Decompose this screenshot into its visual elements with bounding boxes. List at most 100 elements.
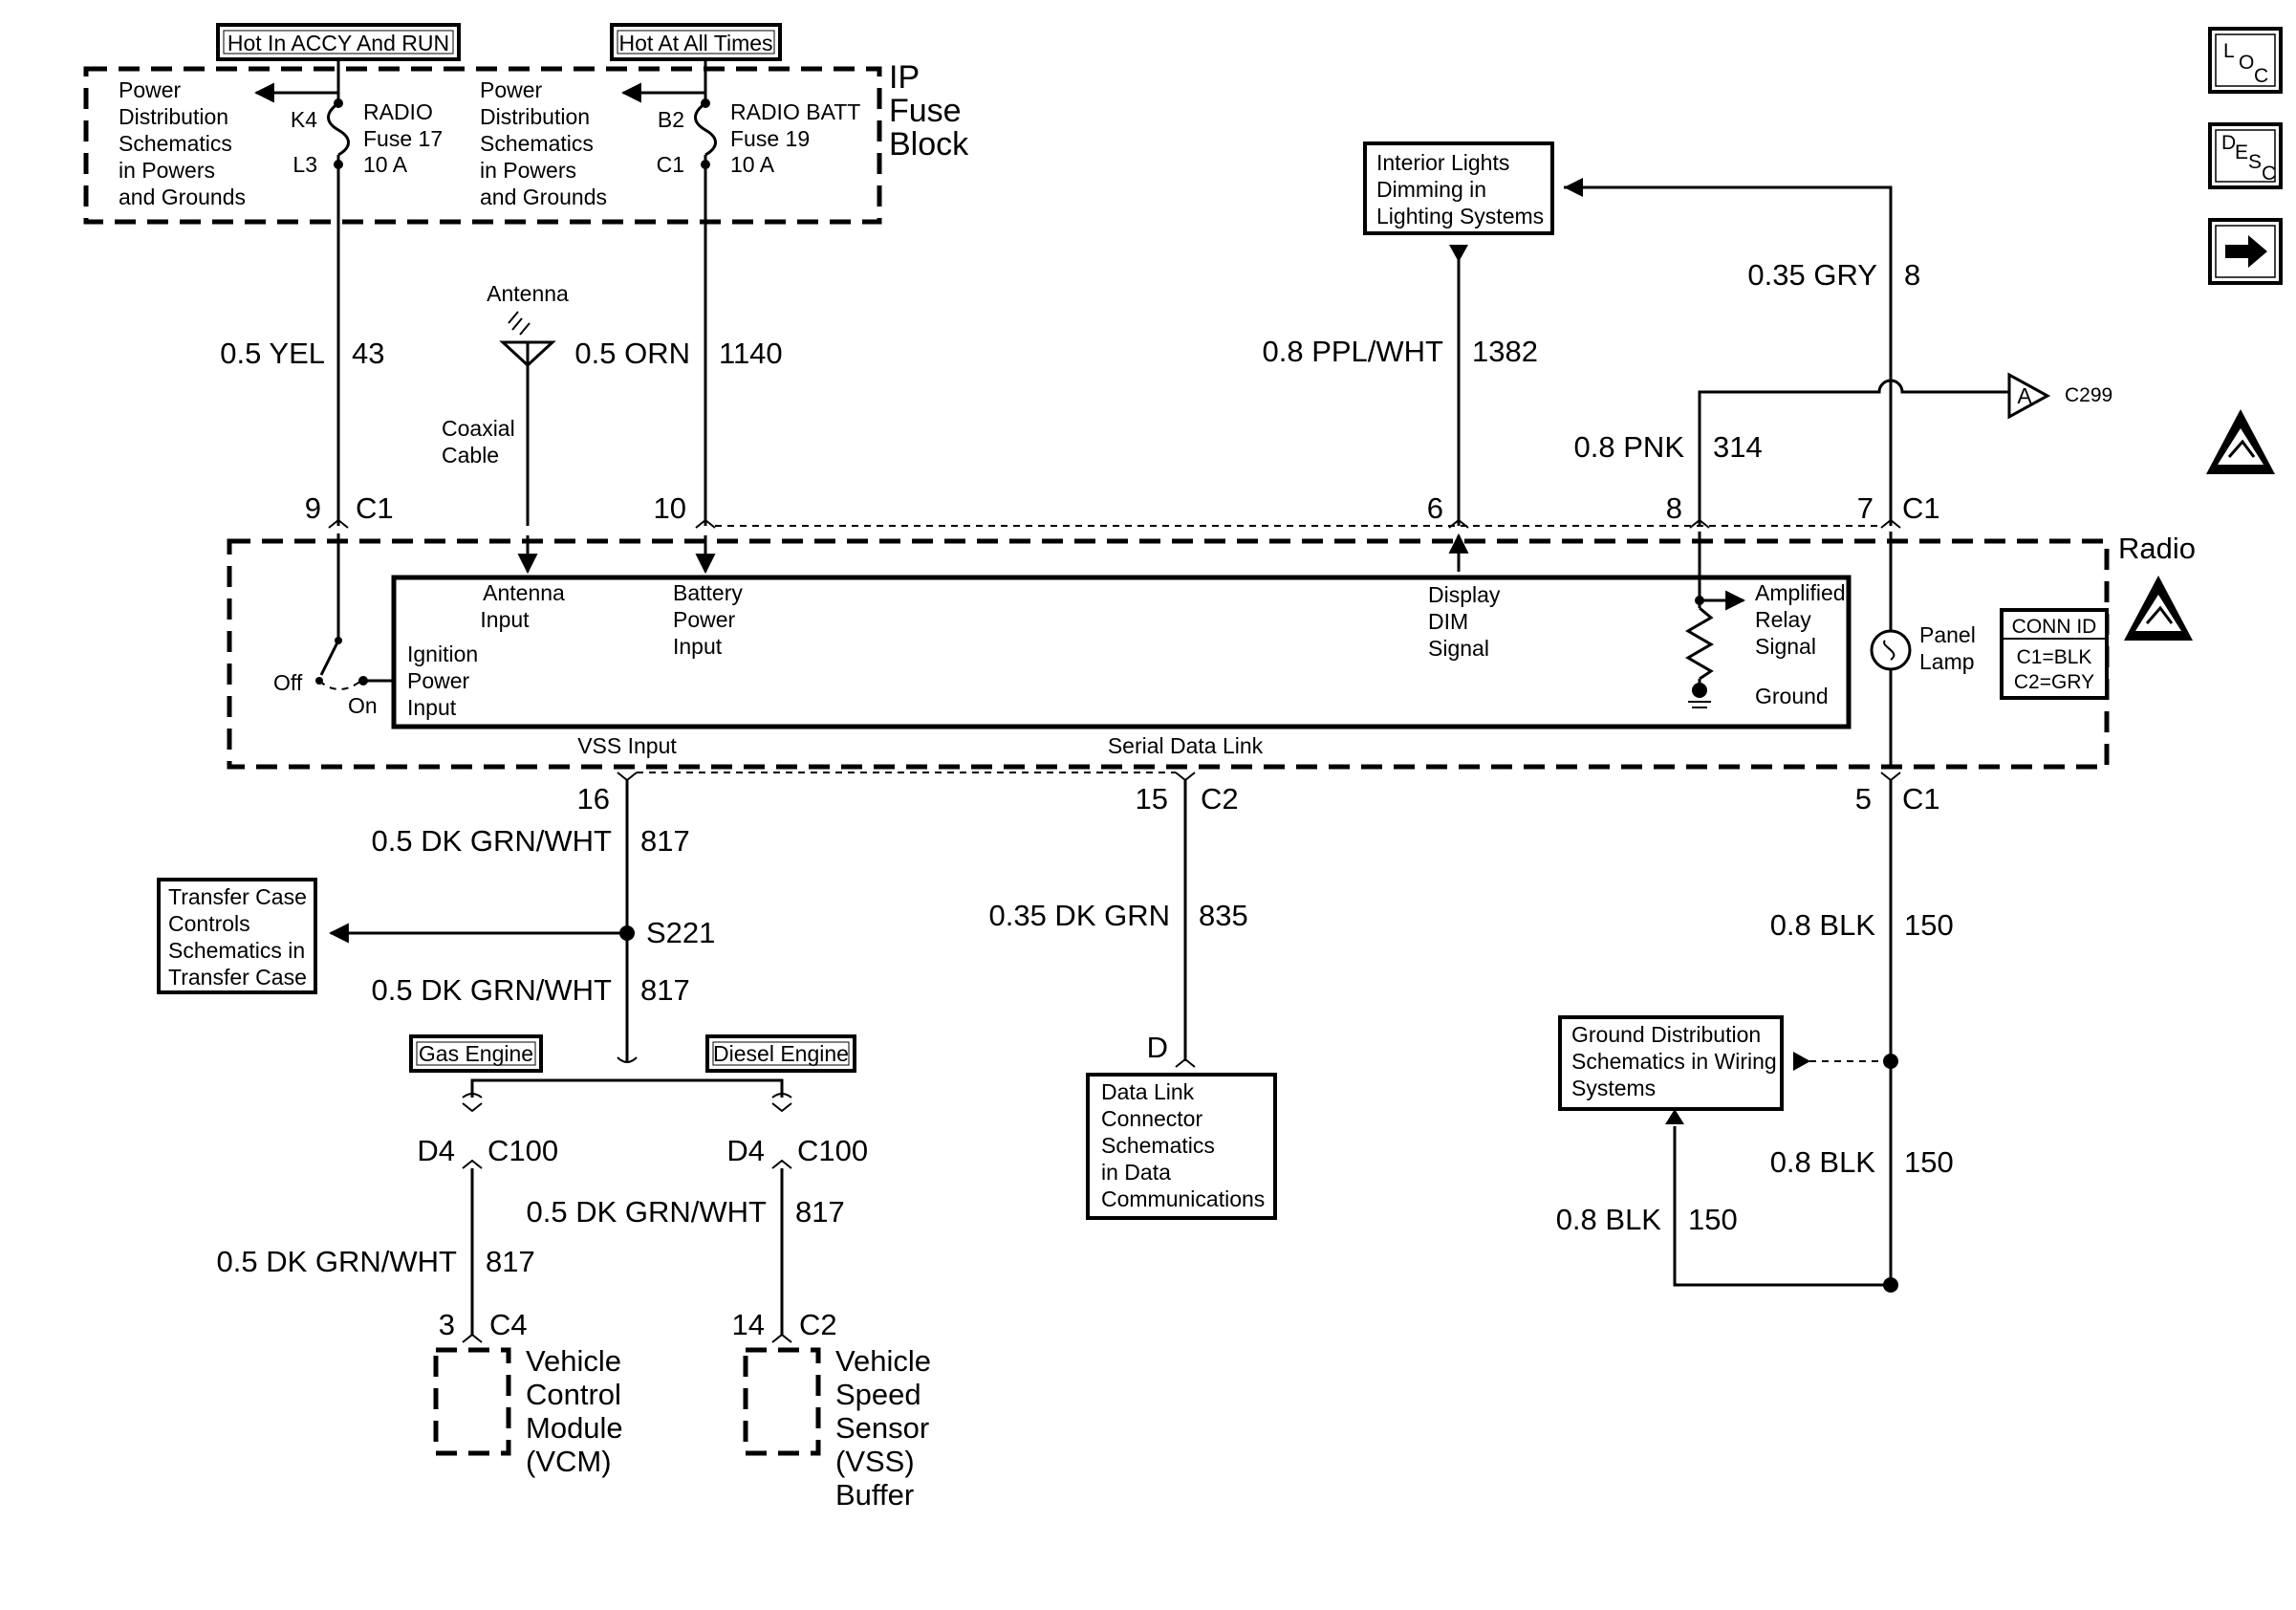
svg-text:9: 9 <box>305 491 321 525</box>
svg-text:Schematics in Wiring: Schematics in Wiring <box>1571 1049 1777 1074</box>
wire-ppl-label: 0.8 PPL/WHT <box>1263 335 1444 368</box>
svg-text:C2: C2 <box>799 1308 837 1341</box>
svg-text:16: 16 <box>577 782 610 816</box>
svg-text:Ground: Ground <box>1755 684 1829 708</box>
loc-letter-o: O <box>2239 52 2254 74</box>
svg-text:Dimming in: Dimming in <box>1376 177 1486 202</box>
svg-text:Power: Power <box>119 77 182 102</box>
interior-lights-box: Interior Lights Dimming in Lighting Syst… <box>1363 141 1554 235</box>
antenna-label: Antenna <box>487 281 569 306</box>
svg-text:Schematics: Schematics <box>1101 1133 1215 1158</box>
engine-split-wire <box>470 1078 784 1098</box>
ground-distribution-box: Ground Distribution Schematics in Wiring… <box>1558 1015 1784 1111</box>
svg-text:817: 817 <box>486 1245 535 1278</box>
diesel-engine-label-box: Diesel Engine <box>705 1034 856 1073</box>
svg-text:Ground Distribution: Ground Distribution <box>1571 1022 1761 1047</box>
svg-text:Fuse 17: Fuse 17 <box>363 126 443 151</box>
power-distribution-left: Power Distribution Schematics in Powers … <box>119 77 246 209</box>
svg-text:Systems: Systems <box>1571 1076 1656 1100</box>
svg-text:0.5 DK GRN/WHT: 0.5 DK GRN/WHT <box>527 1195 768 1229</box>
svg-text:817: 817 <box>640 824 690 858</box>
svg-text:10: 10 <box>654 491 686 525</box>
svg-text:6: 6 <box>1427 491 1443 525</box>
svg-text:C1=BLK: C1=BLK <box>2017 646 2092 668</box>
svg-text:0.5 DK GRN/WHT: 0.5 DK GRN/WHT <box>372 824 613 858</box>
c299-label: C299 <box>2065 384 2112 406</box>
svg-text:Sensor: Sensor <box>835 1411 929 1445</box>
next-arrow-icon[interactable] <box>2225 235 2267 268</box>
svg-text:RADIO: RADIO <box>363 99 433 124</box>
svg-text:Amplified: Amplified <box>1755 580 1846 605</box>
svg-text:Fuse: Fuse <box>889 93 962 129</box>
c100-left: D4 C100 <box>417 1102 558 1169</box>
svg-text:Speed: Speed <box>835 1378 921 1411</box>
wire-yel-label: 0.5 YEL <box>220 337 325 370</box>
svg-text:Transfer Case: Transfer Case <box>168 965 307 990</box>
svg-text:C4: C4 <box>489 1308 528 1341</box>
vss-buffer-module: 14 C2 Vehicle Speed Sensor (VSS) Buffer <box>732 1308 931 1512</box>
svg-text:C100: C100 <box>487 1134 558 1167</box>
svg-text:Panel: Panel <box>1919 622 1976 647</box>
svg-text:D4: D4 <box>417 1134 455 1167</box>
desc-letter-e: E <box>2235 141 2248 163</box>
svg-text:10 A: 10 A <box>730 152 775 177</box>
wire-ppl-circuit: 1382 <box>1472 335 1538 368</box>
svg-text:Transfer Case: Transfer Case <box>168 884 307 909</box>
svg-text:Power: Power <box>407 668 470 693</box>
conn-id-box: CONN ID C1=BLK C2=GRY <box>2000 608 2109 700</box>
switch-off-label: Off <box>273 670 303 695</box>
svg-text:and Grounds: and Grounds <box>480 185 607 209</box>
esd-warning-icon <box>2206 409 2275 474</box>
hot-accy-run-header: Hot In ACCY And RUN <box>216 23 461 61</box>
desc-button[interactable]: D E S C <box>2208 122 2283 189</box>
fuse19-top-pin: B2 <box>658 107 684 132</box>
amp-relay-circuit <box>1685 532 1746 708</box>
wire-gry-label: 0.35 GRY <box>1747 258 1877 292</box>
svg-text:Distribution: Distribution <box>119 104 228 129</box>
svg-text:Gas Engine: Gas Engine <box>419 1041 533 1066</box>
svg-text:in Powers: in Powers <box>119 158 215 183</box>
serial-data-link-label: Serial Data Link <box>1108 733 1264 758</box>
svg-text:0.8 BLK: 0.8 BLK <box>1556 1203 1662 1236</box>
fuse19-bottom-pin: C1 <box>657 152 684 177</box>
svg-text:Communications: Communications <box>1101 1186 1265 1211</box>
svg-text:C100: C100 <box>797 1134 868 1167</box>
c299-connector-icon <box>2007 372 2051 420</box>
svg-text:Schematics in: Schematics in <box>168 938 305 963</box>
svg-text:0.8 BLK: 0.8 BLK <box>1770 1145 1876 1179</box>
svg-text:15: 15 <box>1136 782 1168 816</box>
radio-input-labels: Antenna Input Battery Power Input Displa… <box>407 580 1846 720</box>
data-link-connector-box: Data Link Connector Schematics in Data C… <box>1086 1073 1277 1220</box>
bottom-connector-chevrons <box>617 772 1901 782</box>
power-distribution-right: Power Distribution Schematics in Powers … <box>480 77 607 209</box>
svg-text:Buffer: Buffer <box>835 1478 914 1512</box>
svg-text:Schematics: Schematics <box>480 131 594 156</box>
ground-splice-bottom <box>1883 1277 1898 1293</box>
svg-text:and Grounds: and Grounds <box>119 185 246 209</box>
desc-letter-s: S <box>2248 151 2262 173</box>
wire-pnk-label: 0.8 PNK <box>1574 430 1685 464</box>
desc-letter-c: C <box>2262 163 2276 185</box>
svg-text:0.5 DK GRN/WHT: 0.5 DK GRN/WHT <box>372 973 613 1007</box>
wire-pnk-314 <box>1698 379 2009 526</box>
svg-text:7: 7 <box>1857 491 1874 525</box>
svg-text:8: 8 <box>1666 491 1682 525</box>
wire-pnk-circuit: 314 <box>1713 430 1763 464</box>
interior-lights-arrow-icon <box>1449 245 1468 262</box>
svg-text:C2: C2 <box>1201 782 1239 816</box>
svg-text:Coaxial: Coaxial <box>442 416 515 441</box>
svg-text:C1: C1 <box>1902 782 1940 816</box>
loc-button[interactable]: L O C <box>2208 27 2283 94</box>
svg-text:Cable: Cable <box>442 443 499 468</box>
radio-label: Radio <box>2118 532 2196 565</box>
svg-text:C1: C1 <box>1902 491 1940 525</box>
svg-text:0.8 BLK: 0.8 BLK <box>1770 908 1876 942</box>
transfer-case-box: Transfer Case Controls Schematics in Tra… <box>157 878 317 994</box>
ip-fuse-block-outline <box>83 66 882 225</box>
vss-input-label: VSS Input <box>577 733 677 758</box>
svg-text:Interior Lights: Interior Lights <box>1376 150 1509 175</box>
next-button[interactable] <box>2208 218 2283 285</box>
hot-all-times-label: Hot At All Times <box>618 31 772 55</box>
svg-text:Distribution: Distribution <box>480 104 590 129</box>
